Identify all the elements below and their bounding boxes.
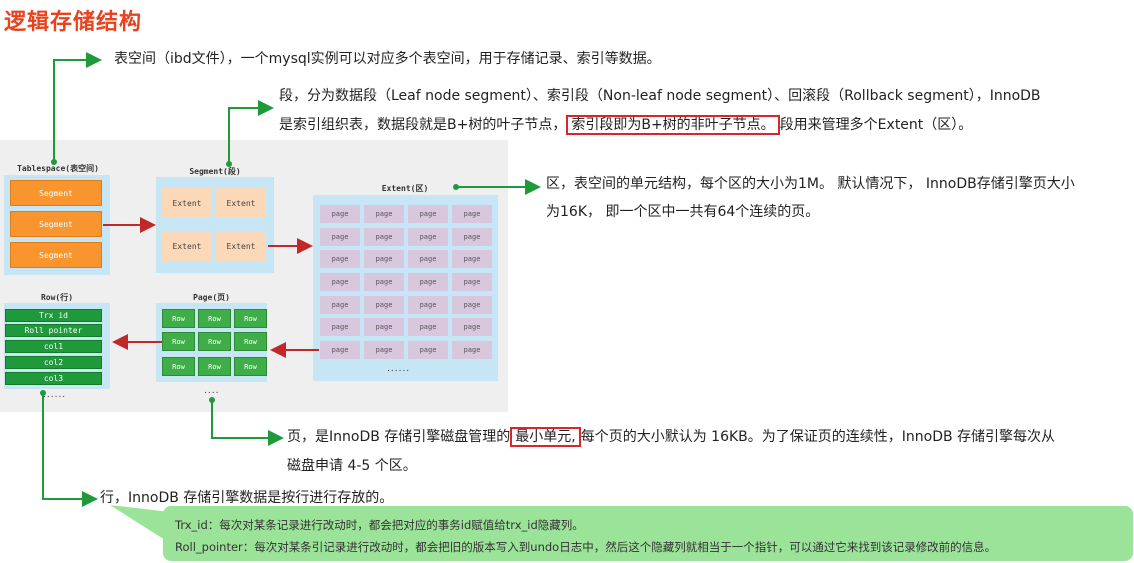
extent-page-cell: page <box>364 250 404 268</box>
extent-page-cell: page <box>452 205 492 223</box>
page-dot <box>209 397 215 403</box>
extent-description-line1: 区，表空间的单元结构，每个区的大小为1M。 默认情况下， InnoDB存储引擎页… <box>546 176 1075 192</box>
extent-page-cell: page <box>408 273 448 291</box>
extent-page-cell: page <box>320 205 360 223</box>
segment-leader <box>228 100 274 162</box>
extent-page-cell: page <box>408 341 448 359</box>
extent-page-cell: page <box>408 228 448 246</box>
segment-description-text: 是索引组织表，数据段就是B+树的叶子节点， <box>279 117 567 133</box>
page-row-cell: Row <box>198 332 231 351</box>
extent-page-cell: page <box>452 250 492 268</box>
tablespace-dot <box>51 159 57 165</box>
hidden-columns-note: Trx_id：每次对某条记录进行改动时，都会把对应的事务id赋值给trx_id隐… <box>163 506 1133 561</box>
tablespace-segment: Segment <box>10 180 102 206</box>
extent-page-cell: page <box>408 205 448 223</box>
row-more-dots: ...... <box>43 390 67 400</box>
row-field-roll-pointer: Roll pointer <box>5 324 102 337</box>
tablespace-segment: Segment <box>10 211 102 237</box>
segment-extent: Extent <box>162 231 212 261</box>
extent-page-cell: page <box>408 318 448 336</box>
tablespace-leader <box>53 52 102 160</box>
page-row-cell: Row <box>234 357 267 376</box>
page-title: Page(页) <box>193 293 230 302</box>
extent-page-cell: page <box>320 228 360 246</box>
extent-page-cell: page <box>364 273 404 291</box>
page-description-line2: 磁盘申请 4-5 个区。 <box>287 458 417 474</box>
segment-description-line2: 是索引组织表，数据段就是B+树的叶子节点，索引段即为B+树的非叶子节点。段用来管… <box>279 113 972 138</box>
extent-description-line2: 为16K， 即一个区中一共有64个连续的页。 <box>546 204 820 220</box>
extent-page-cell: page <box>364 228 404 246</box>
extent-page-cell: page <box>320 318 360 336</box>
extent-page-cell: page <box>320 273 360 291</box>
extent-page-cell: page <box>408 296 448 314</box>
row-description: 行，InnoDB 存储引擎数据是按行进行存放的。 <box>100 490 394 506</box>
segment-description-text: 段用来管理多个Extent（区）。 <box>779 117 973 133</box>
extent-page-cell: page <box>364 341 404 359</box>
extent-page-cell: page <box>452 341 492 359</box>
extent-page-cell: page <box>452 228 492 246</box>
row-field-col2: col2 <box>5 356 102 369</box>
tablespace-description: 表空间（ibd文件），一个mysql实例可以对应多个表空间，用于存储记录、索引等… <box>114 51 661 67</box>
note-trx-id: Trx_id：每次对某条记录进行改动时，都会把对应的事务id赋值给trx_id隐… <box>175 518 584 532</box>
page-description-line1: 页，是InnoDB 存储引擎磁盘管理的最小单元,每个页的大小默认为 16KB。为… <box>287 425 1055 450</box>
page-row-cell: Row <box>162 309 195 328</box>
tablespace-title: Tablespace(表空间) <box>17 164 99 173</box>
segment-highlight: 索引段即为B+树的非叶子节点。 <box>566 115 780 135</box>
extent-page-cell: page <box>320 296 360 314</box>
extent-page-cell: page <box>452 318 492 336</box>
extent-page-cell: page <box>364 296 404 314</box>
row-title: Row(行) <box>40 293 74 302</box>
row-field-col1: col1 <box>5 340 102 353</box>
extent-page-cell: page <box>320 250 360 268</box>
extent-page-cell: page <box>364 318 404 336</box>
extent-title: Extent(区) <box>381 184 429 193</box>
note-callout-pointer <box>110 505 170 540</box>
extent-page-cell: page <box>452 273 492 291</box>
row-dot <box>40 390 46 396</box>
page-more-dots: .... <box>204 386 220 396</box>
page-row-cell: Row <box>234 309 267 328</box>
page-description-text: 页，是InnoDB 存储引擎磁盘管理的 <box>287 429 511 445</box>
segment-description-line1: 段，分为数据段（Leaf node segment）、索引段（Non-leaf … <box>279 88 1041 104</box>
page-highlight: 最小单元, <box>510 427 581 447</box>
extent-page-cell: page <box>320 341 360 359</box>
page-row-cell: Row <box>162 332 195 351</box>
extent-more-dots: ...... <box>387 364 411 374</box>
extent-page-cell: page <box>452 296 492 314</box>
row-field-col3: col3 <box>5 372 102 385</box>
extent-page-cell: page <box>364 205 404 223</box>
page-row-cell: Row <box>162 357 195 376</box>
row-field-trx-id: Trx id <box>5 309 102 322</box>
page-row-cell: Row <box>198 309 231 328</box>
extent-dot <box>453 184 459 190</box>
page-title: 逻辑存储结构 <box>4 10 143 35</box>
page-row-cell: Row <box>198 357 231 376</box>
segment-extent: Extent <box>216 188 266 218</box>
segment-extent: Extent <box>162 188 212 218</box>
tablespace-segment: Segment <box>10 242 102 268</box>
page-description-text: 每个页的大小默认为 16KB。为了保证页的连续性，InnoDB 存储引擎每次从 <box>580 429 1056 445</box>
extent-page-cell: page <box>408 250 448 268</box>
row-leader <box>42 392 98 507</box>
note-roll-pointer: Roll_pointer：每次对某条引记录进行改动时，都会把旧的版本写入到und… <box>175 540 997 554</box>
page-row-cell: Row <box>234 332 267 351</box>
page-leader <box>211 400 284 446</box>
segment-extent: Extent <box>216 231 266 261</box>
segment-dot <box>226 161 232 167</box>
segment-title: Segment(段) <box>189 167 241 176</box>
